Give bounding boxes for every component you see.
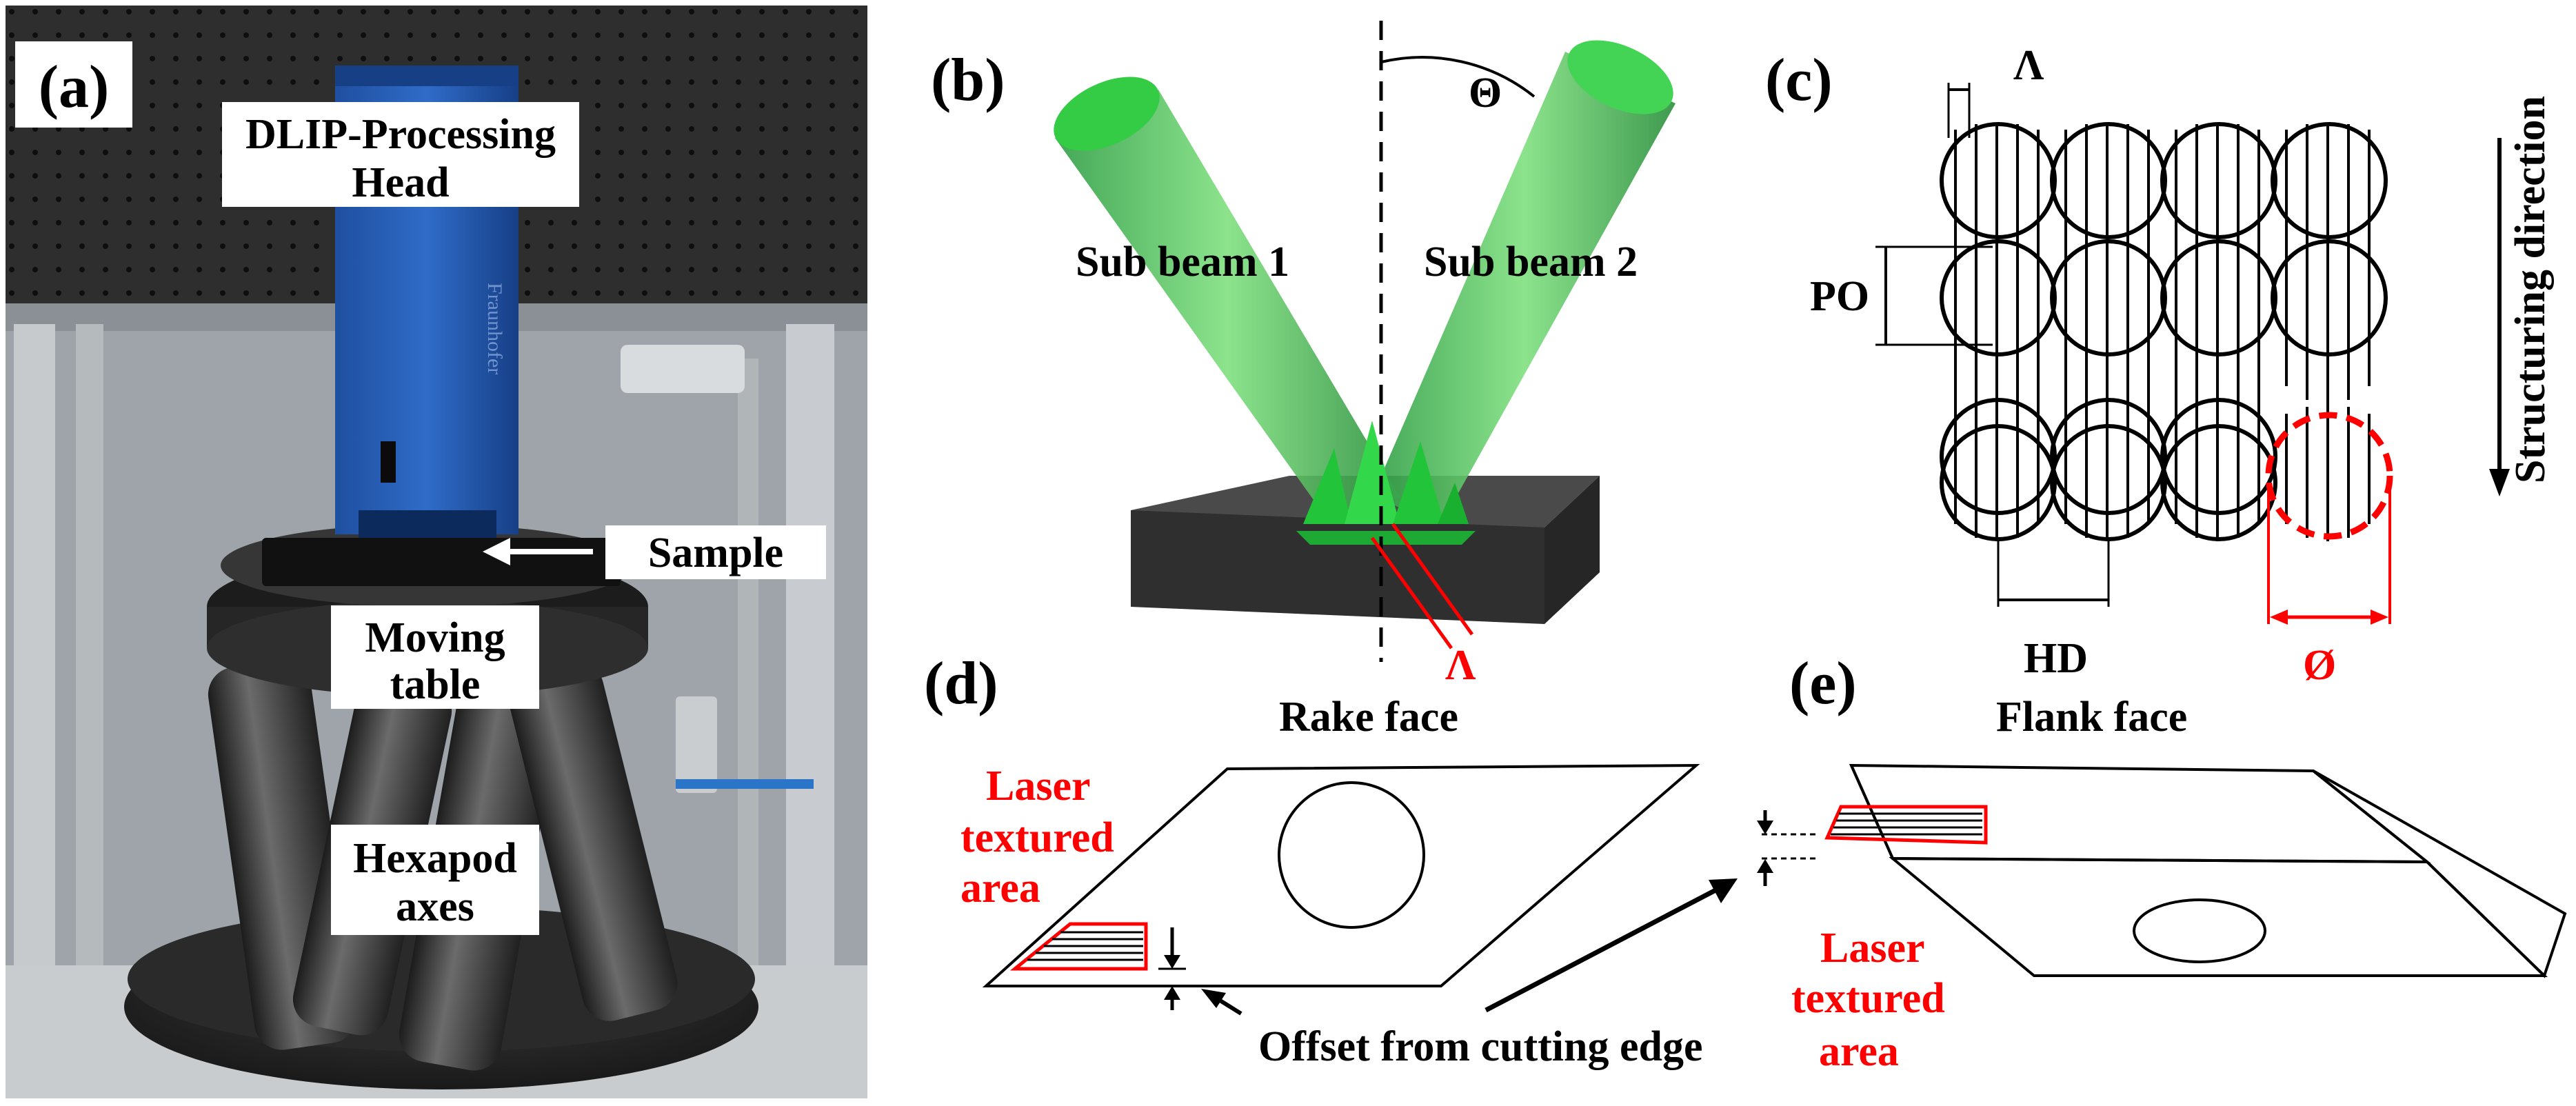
panel-d-letter: (d) (924, 650, 998, 717)
label-sample: Sample (648, 530, 783, 576)
insert-hole-e (2133, 898, 2266, 963)
panel-b-letter: (b) (931, 47, 1005, 114)
period-line (1370, 536, 1453, 650)
sub-beam-2 (1372, 40, 1676, 524)
flank-face-insert (1849, 763, 2567, 978)
insert-hole (1278, 781, 1425, 929)
po-label: PO (1810, 273, 1869, 320)
laser-label-d-line3: area (960, 865, 1040, 912)
label-moving-table-line2: table (390, 661, 481, 708)
panel-e: (e) Flank face Laser textured (1757, 650, 2567, 1075)
panel-b: (b) Θ Sub beam 1 Sub beam 2 (931, 21, 1676, 689)
interference-lines (1954, 123, 2371, 541)
label-box-sample (605, 525, 826, 579)
offset-label: Offset from cutting edge (1258, 1023, 1703, 1070)
laser-label-d-line1: Laser (986, 763, 1091, 810)
period-label-c: Λ (2013, 42, 2044, 89)
interference-pattern (1296, 421, 1476, 545)
hexapod-leg (508, 661, 678, 1021)
spot-grid (1940, 122, 2388, 541)
sample-arrow-head (483, 538, 510, 565)
sub-beam-2-label: Sub beam 2 (1424, 239, 1638, 285)
panel-a-letter: (a) (39, 54, 110, 121)
theta-arc (1380, 56, 1536, 98)
label-box-table (331, 605, 539, 709)
rake-face-insert (982, 763, 1700, 987)
head-logo-text: Fraunhofer (483, 283, 506, 374)
offset-link-arrow (1485, 887, 1718, 1013)
label-moving-table-line1: Moving (365, 614, 505, 661)
theta-label: Θ (1469, 70, 1502, 117)
panel-c: (c) (1765, 42, 2554, 689)
panel-d: (d) Rake face Laser textured area Offset (924, 650, 1738, 1070)
label-dlip-head-line1: DLIP-Processing (245, 111, 556, 158)
sub-beam-1-label: Sub beam 1 (1076, 239, 1289, 285)
substrate-front (1131, 510, 1544, 624)
substrate-side (1544, 476, 1600, 624)
highlighted-spot (2265, 412, 2393, 540)
diameter-label: Ø (2303, 642, 2336, 689)
label-box-head (222, 102, 579, 207)
sample-stage (262, 538, 621, 586)
hd-label: HD (2024, 635, 2088, 682)
panel-c-letter: (c) (1765, 47, 1833, 114)
laser-textured-area-d (1009, 922, 1148, 971)
sub-beam-1 (1054, 77, 1400, 524)
panel-a-photo: Fraunhofer DLIP-Processing Head Sample M… (0, 0, 870, 1103)
structuring-direction-label: Structuring direction (2507, 96, 2554, 483)
rake-face-label: Rake face (1279, 694, 1458, 741)
laser-textured-area-e (1824, 805, 1988, 845)
label-hexapod-line1: Hexapod (353, 835, 517, 882)
period-label-b: Λ (1445, 642, 1476, 689)
label-box-hexapod (331, 825, 539, 935)
laser-label-e-line1: Laser (1820, 925, 1925, 972)
laser-label-e-line3: area (1819, 1028, 1899, 1075)
laser-label-d-line2: textured (960, 814, 1114, 861)
label-hexapod-line2: axes (396, 883, 474, 930)
panel-e-letter: (e) (1789, 650, 1857, 717)
period-line (1391, 523, 1474, 636)
panel-a-letter-box (15, 41, 132, 128)
laser-label-e-line2: textured (1791, 975, 1945, 1022)
flank-face-label: Flank face (1996, 694, 2187, 741)
label-dlip-head-line2: Head (352, 159, 449, 206)
